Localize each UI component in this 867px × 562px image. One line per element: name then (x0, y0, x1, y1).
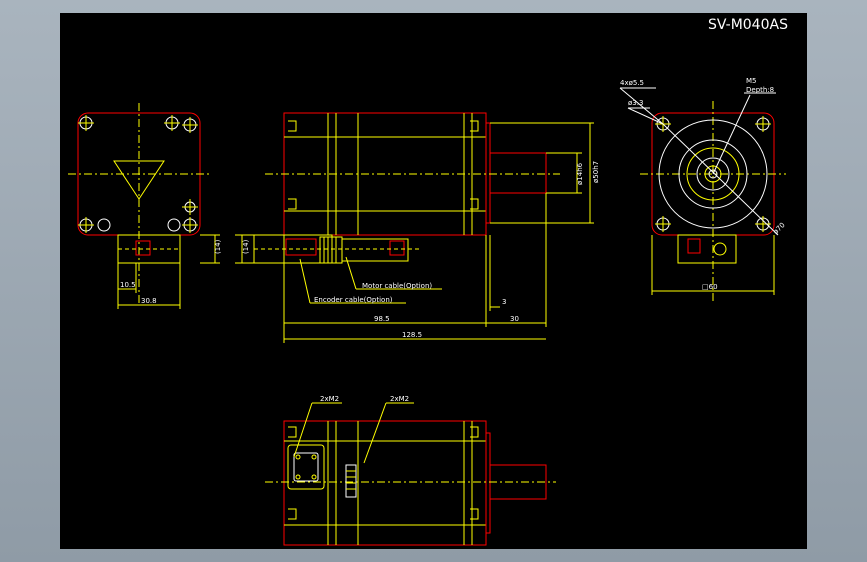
rear-bolt-crosses (78, 115, 198, 233)
front-connector (677, 234, 737, 264)
rear-dim-cable-h: (14) (214, 239, 222, 254)
front-note-bolt-circle: ø3.3 (628, 99, 643, 107)
bottom-note-left: 2xM2 (320, 395, 339, 403)
drawing-title: SV-M040AS (708, 17, 788, 33)
rear-view (68, 103, 220, 309)
note-encoder-cable: Encoder cable(Option) (314, 296, 393, 304)
side-shaft (489, 152, 547, 194)
bottom-connector (287, 444, 325, 490)
side-dim-shaft-d: ø14h6 (576, 162, 584, 185)
side-dim-step: 3 (502, 298, 506, 306)
motor-cable-plug (341, 238, 409, 262)
side-dim-shaft-len: 30 (510, 315, 519, 323)
front-note-tap: M5 (746, 77, 757, 85)
front-shaft-circle (704, 165, 722, 183)
side-dim-cable-h: (14) (242, 239, 250, 254)
front-pcd-diagonal (662, 123, 779, 236)
side-dim-pilot-d: ø50h7 (592, 161, 600, 183)
side-pilot (485, 122, 491, 224)
front-dim-square: □60 (702, 283, 718, 291)
rear-dim-width: 30.8 (141, 297, 157, 305)
cad-drawing-area[interactable]: SV-M040AS (60, 13, 807, 549)
rear-triangle (113, 160, 165, 200)
side-view (235, 112, 594, 343)
side-dim-body: 98.5 (374, 315, 390, 323)
front-note-holes: 4xø5.5 (620, 79, 644, 87)
drawing-svg: SV-M040AS (68, 17, 788, 546)
front-note-depth: Depth:8 (746, 86, 774, 94)
bottom-terminal (345, 464, 357, 498)
bottom-body-outline (283, 420, 487, 546)
rear-connector-pin (135, 240, 151, 256)
bottom-view (265, 402, 556, 546)
rear-dim-offset: 10.5 (120, 281, 136, 289)
front-pcd-circle (658, 119, 768, 229)
bottom-note-right: 2xM2 (390, 395, 409, 403)
side-dim-total: 128.5 (402, 331, 422, 339)
note-motor-cable: Motor cable(Option) (362, 282, 432, 290)
front-view (619, 87, 786, 303)
